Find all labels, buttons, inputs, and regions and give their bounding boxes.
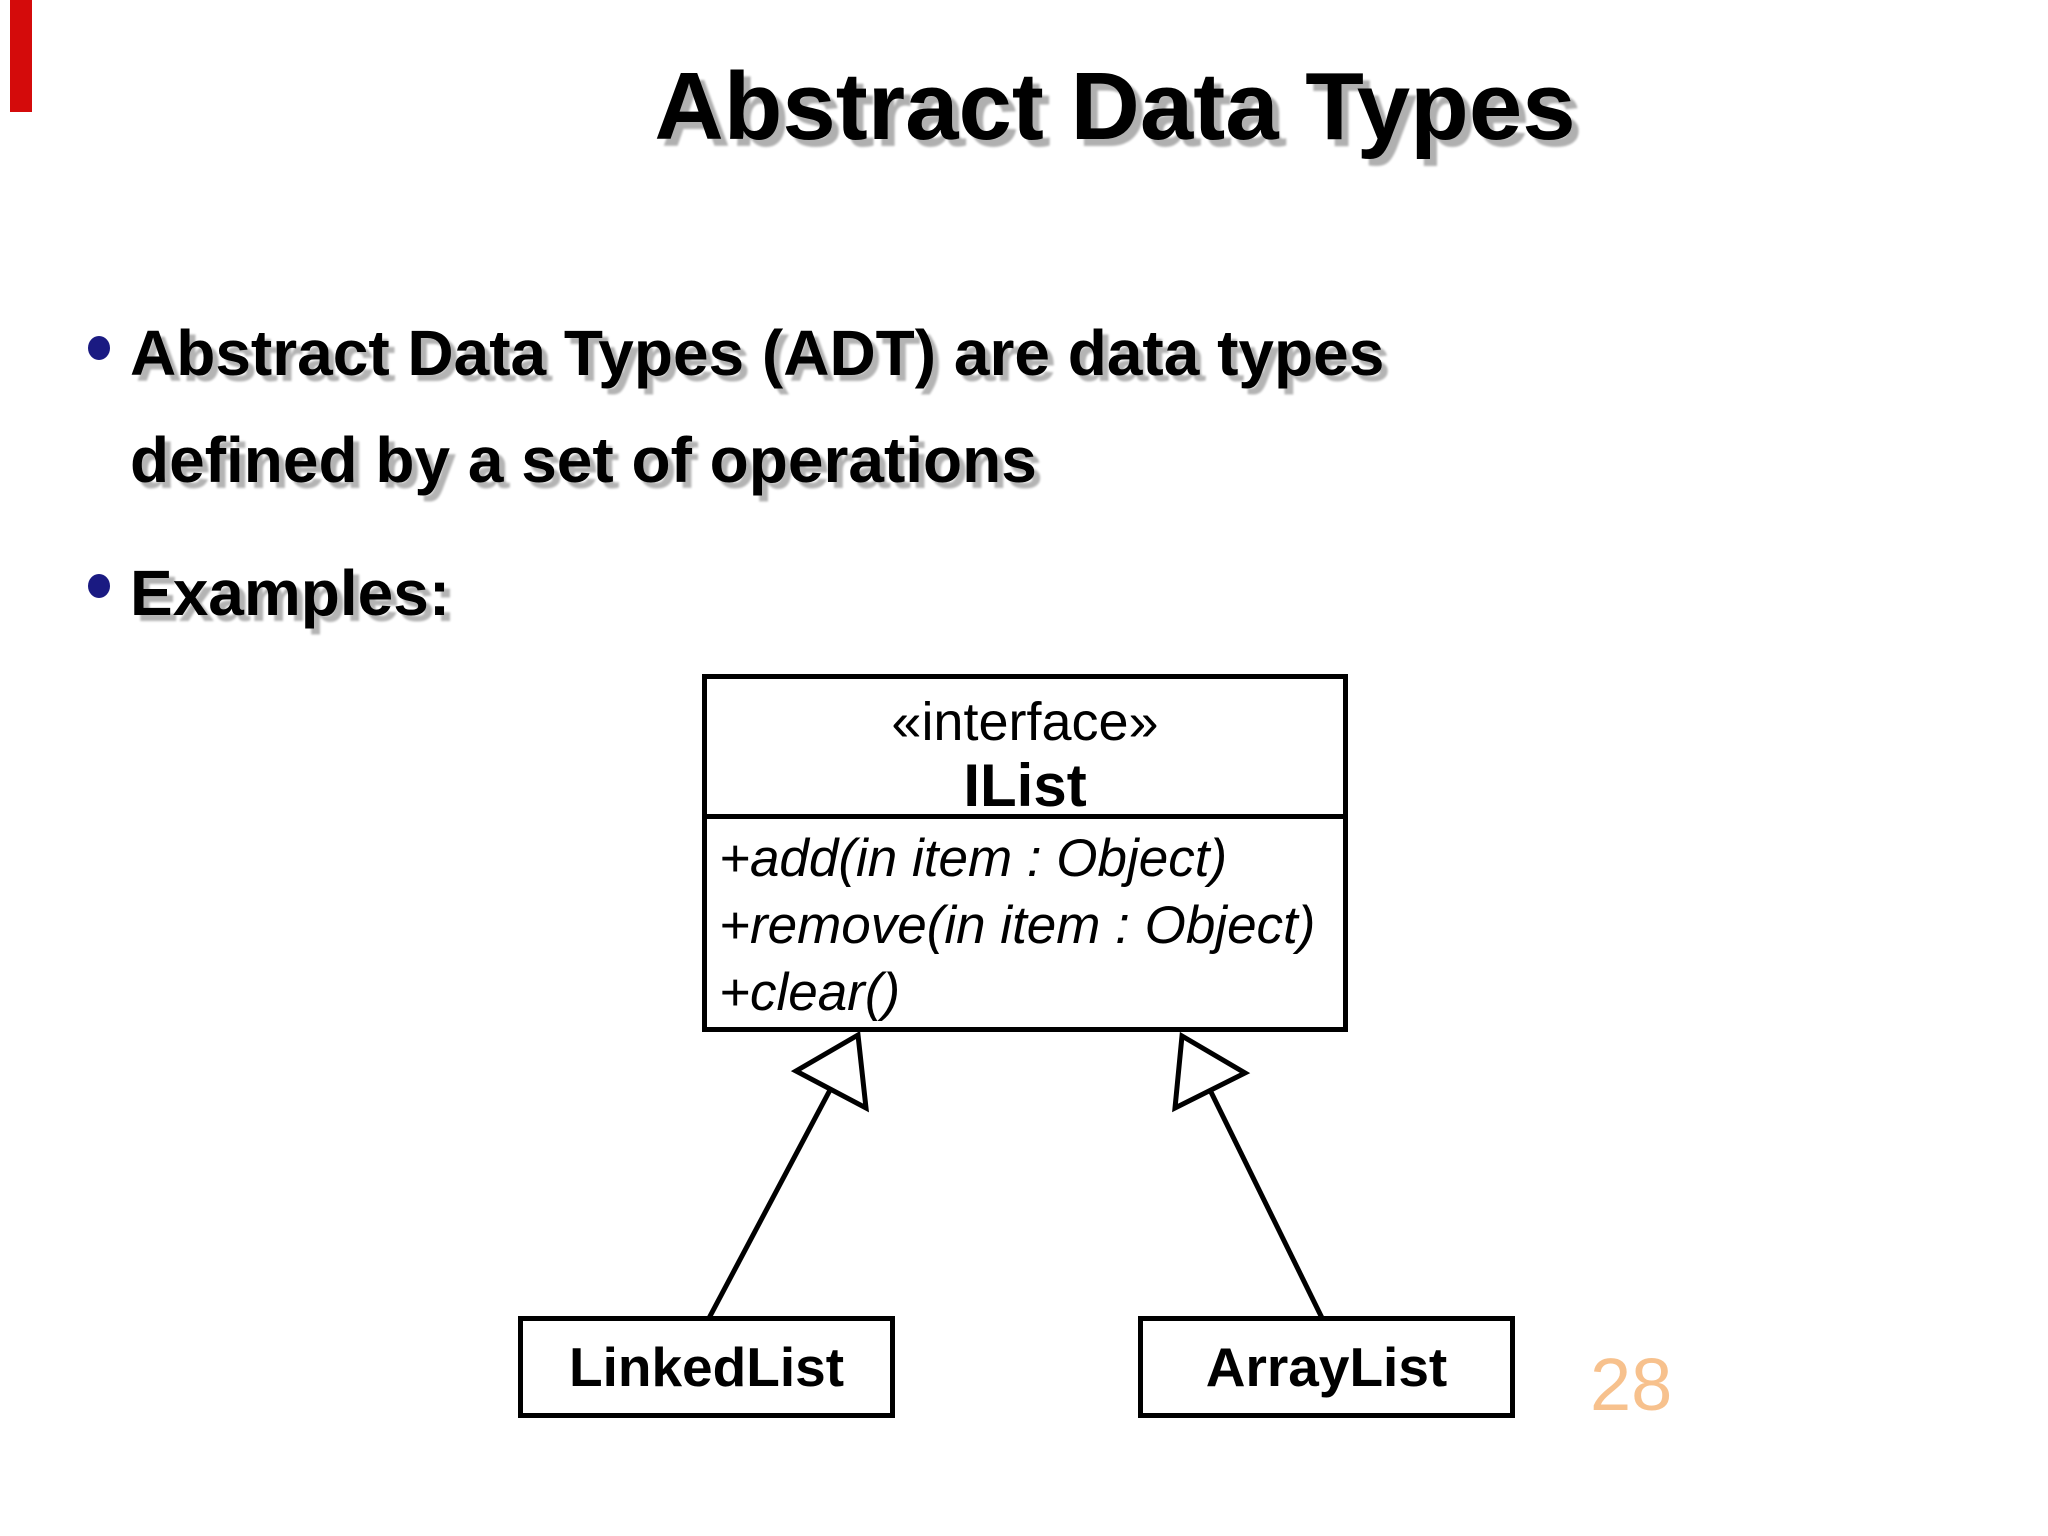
generalization-arrowhead-right bbox=[1172, 1031, 1251, 1113]
generalization-arrowhead-left bbox=[790, 1030, 869, 1113]
red-marker-bar bbox=[10, 0, 32, 112]
generalization-line-right bbox=[1207, 1088, 1326, 1322]
bullet-item: Examples: bbox=[130, 540, 450, 647]
page-number: 28 bbox=[1590, 1343, 1673, 1426]
bullet-line: Examples: bbox=[130, 557, 451, 629]
uml-class-box-linkedlist: LinkedList bbox=[518, 1316, 895, 1418]
bullet-item: Abstract Data Types (ADT) are data types… bbox=[130, 300, 1384, 514]
bullet-line: Abstract Data Types (ADT) are data types bbox=[130, 317, 1385, 389]
uml-class-box-arraylist: ArrayList bbox=[1138, 1316, 1515, 1418]
uml-class-name: ArrayList bbox=[1205, 1336, 1448, 1398]
uml-interface-header: «interface» IList bbox=[707, 679, 1343, 819]
uml-method: +add(in item : Object) bbox=[719, 829, 1228, 888]
uml-interface-box: «interface» IList +add(in item : Object)… bbox=[702, 674, 1348, 1032]
uml-interface-name: IList bbox=[963, 752, 1087, 819]
bullet-dot bbox=[88, 574, 110, 598]
uml-method: +remove(in item : Object) bbox=[719, 896, 1316, 955]
uml-stereotype-label: «interface» bbox=[891, 692, 1159, 752]
bullet-dot bbox=[88, 336, 110, 360]
uml-methods-compartment: +add(in item : Object) +remove(in item :… bbox=[707, 819, 1343, 1026]
bullet-line: defined by a set of operations bbox=[130, 424, 1037, 496]
uml-class-name: LinkedList bbox=[568, 1336, 845, 1398]
slide-title: Abstract Data Types bbox=[654, 53, 1576, 160]
uml-method: +clear() bbox=[719, 963, 901, 1022]
generalization-line-left bbox=[705, 1088, 833, 1322]
